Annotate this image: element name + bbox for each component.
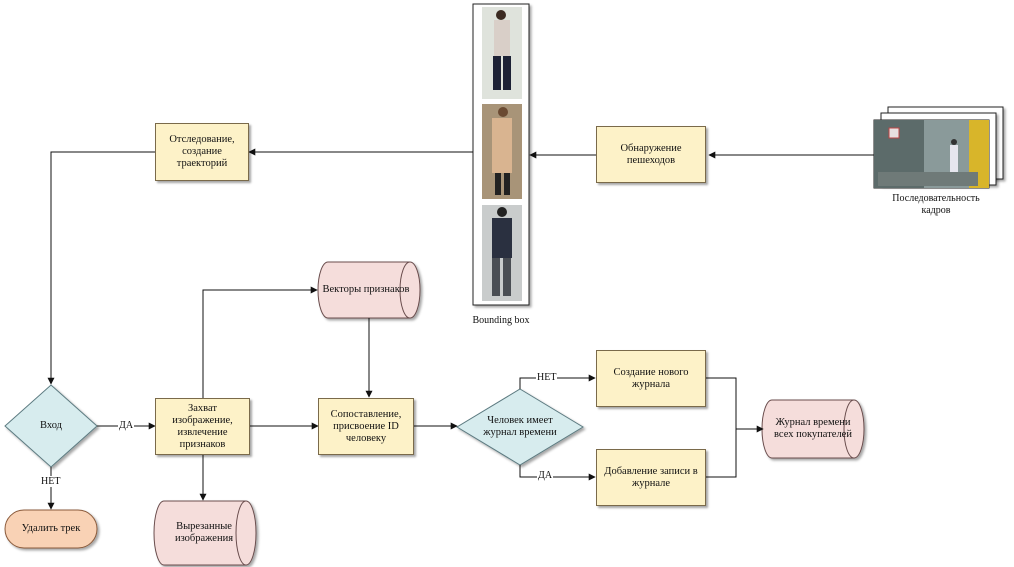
- entry-yes-label: ДА: [118, 420, 135, 431]
- tracking-text: Отследование, создание траекторий: [169, 134, 235, 169]
- capture-box: Захват изображение, извлечение признаков: [155, 398, 250, 455]
- new-log-text: Создание нового журнала: [613, 366, 689, 390]
- tracking-box: Отследование, создание траекторий: [155, 123, 249, 181]
- cropped-text: Вырезанные изображения: [174, 521, 234, 544]
- detection-box: Обнаружение пешеходов: [596, 126, 706, 183]
- has-log-text: Человек имеет журнал времени: [483, 415, 557, 438]
- frames-label: Последовательность кадров: [892, 193, 980, 216]
- journal-text: Журнал времени всех покупателей: [774, 417, 852, 440]
- bounding-box-column: [472, 3, 530, 306]
- matching-box: Сопоставление, присвоение ID человеку: [318, 398, 414, 455]
- log-yes-label: ДА: [537, 470, 554, 481]
- add-record-text: Добавление записи в журнале: [604, 465, 698, 489]
- detection-text: Обнаружение пешеходов: [620, 142, 682, 166]
- log-no-label: НЕТ: [536, 372, 558, 383]
- delete-track-shape: [4, 509, 98, 549]
- new-log-box: Создание нового журнала: [596, 350, 706, 407]
- entry-no-label: НЕТ: [40, 476, 62, 487]
- bounding-box-label: Bounding box: [472, 315, 530, 326]
- vectors-storage-shape: [317, 261, 421, 319]
- matching-text: Сопоставление, присвоение ID человеку: [330, 408, 402, 444]
- add-record-box: Добавление записи в журнале: [596, 449, 706, 506]
- connectors: [47, 148, 874, 510]
- capture-text: Захват изображение, извлечение признаков: [172, 402, 233, 450]
- journal-storage-shape: [761, 399, 865, 459]
- frames-stack: [873, 106, 1004, 189]
- vectors-text: Векторы признаков: [322, 284, 410, 295]
- delete-track-text: Удалить трек: [21, 523, 81, 534]
- entry-text: Вход: [39, 420, 62, 431]
- cropped-storage-shape: [153, 500, 257, 566]
